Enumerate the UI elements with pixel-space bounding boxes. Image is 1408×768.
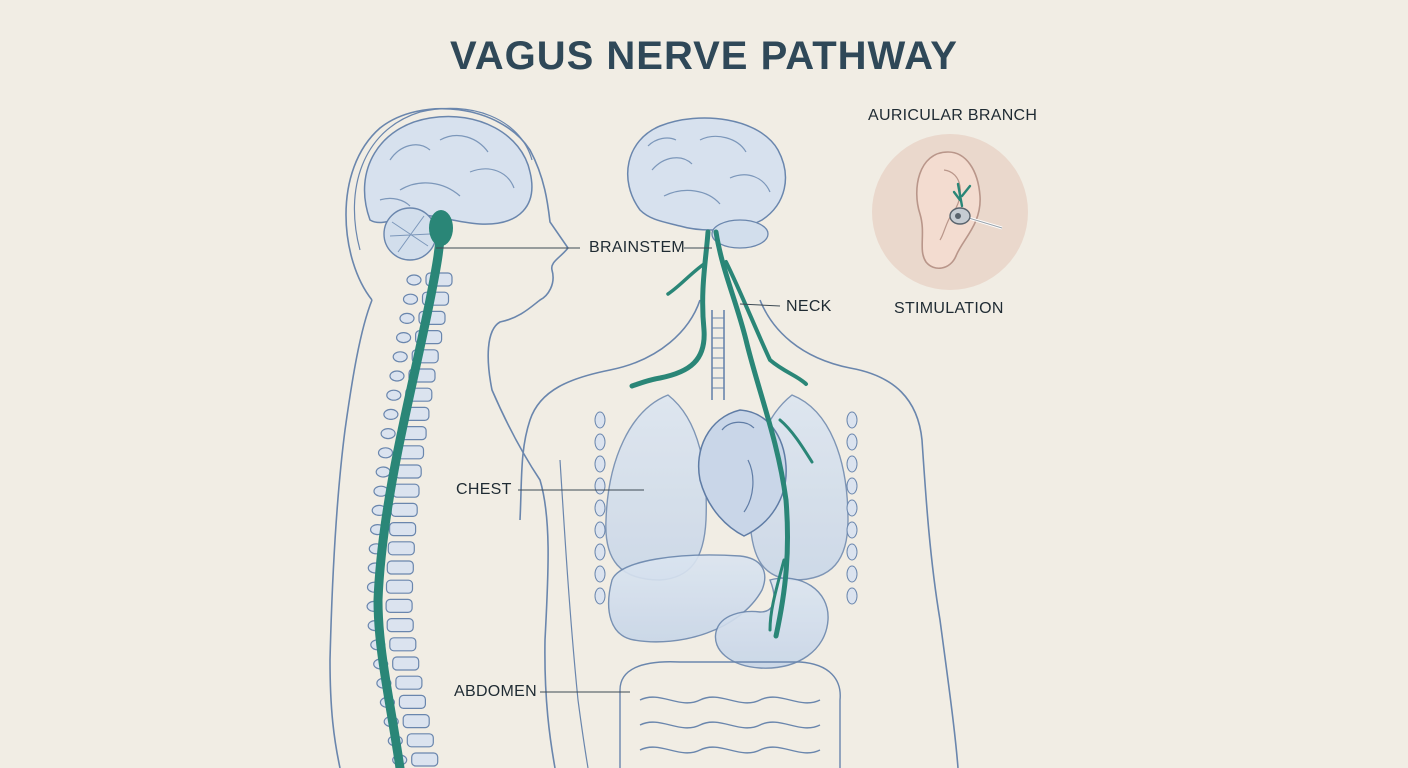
vertebra-process <box>402 293 419 305</box>
leader-lines <box>436 247 781 693</box>
vertebra <box>402 713 430 729</box>
vertebra-process <box>380 428 396 440</box>
page-title: VAGUS NERVE PATHWAY <box>450 34 958 78</box>
spinal-vagus-nerve <box>373 213 445 768</box>
vagus-left-branch <box>666 262 706 296</box>
rib-end <box>846 499 858 517</box>
vertebra <box>385 579 414 594</box>
vertebra <box>385 598 413 614</box>
vertebra <box>387 541 415 556</box>
label-auricular-branch: AURICULAR BRANCH <box>868 107 1038 124</box>
rib-end <box>846 521 858 539</box>
vagus-lower-branch <box>768 558 786 632</box>
vertebra <box>406 733 434 748</box>
vertebra-process <box>406 274 422 286</box>
trachea-rings <box>712 317 724 389</box>
ear-shape <box>916 151 981 269</box>
front-brain-shape <box>626 117 787 231</box>
vertebra <box>389 521 417 537</box>
rib-end <box>594 499 606 517</box>
vertebra-process <box>386 389 402 401</box>
ear-inset <box>872 134 1028 290</box>
ribs <box>594 411 858 605</box>
spine <box>366 272 453 767</box>
vagus-right-branch <box>724 260 808 386</box>
rib-end <box>594 477 606 495</box>
rib-end <box>846 543 858 561</box>
front-vagus-nerve <box>629 229 814 639</box>
rib-end <box>594 433 606 451</box>
label-neck: NECK <box>786 298 832 315</box>
front-cerebellum <box>711 219 769 249</box>
rib-end <box>846 565 858 583</box>
brainstem-bulb-left <box>429 210 453 246</box>
sagittal-brain-folds <box>379 135 515 207</box>
vertebra-process <box>383 408 399 420</box>
skull-inner-line <box>353 107 533 251</box>
heart-vessels <box>721 421 755 513</box>
trachea <box>711 310 725 400</box>
rib-end <box>594 411 606 429</box>
front-brain <box>626 117 787 249</box>
rib-end <box>846 433 858 451</box>
vertebra <box>398 694 426 710</box>
intestines <box>619 661 841 768</box>
ear-stimulator-icon <box>949 207 1003 230</box>
left-lung <box>605 394 707 581</box>
vertebra <box>392 656 420 671</box>
torso-outline-right <box>759 299 959 768</box>
rib-end <box>594 543 606 561</box>
side-body-outline <box>345 107 569 768</box>
label-brainstem: BRAINSTEM <box>589 239 686 256</box>
label-abdomen: ABDOMEN <box>454 683 537 700</box>
vertebra <box>386 560 414 575</box>
vertebra-process <box>399 312 415 324</box>
rib-end <box>594 565 606 583</box>
cerebellum-lines <box>389 215 431 253</box>
torso-outline-left <box>519 299 701 521</box>
rib-end <box>846 587 858 605</box>
heart <box>698 409 787 537</box>
vertebra <box>392 483 420 498</box>
vagus-left-trunk <box>629 229 711 389</box>
rib-end <box>846 477 858 495</box>
vagus-right-trunk <box>713 229 791 639</box>
vertebra <box>390 502 418 517</box>
neck-leader <box>739 303 781 307</box>
sagittal-brain-shape <box>363 115 533 225</box>
vertebra <box>389 637 417 652</box>
vertebra-process <box>389 370 405 382</box>
rib-end <box>594 587 606 605</box>
rib-end <box>594 455 606 473</box>
vertebra-process <box>392 351 408 363</box>
vertebra-process <box>375 466 391 478</box>
rib-end <box>594 521 606 539</box>
front-torso-figure <box>519 299 959 768</box>
side-back-outline <box>329 299 373 768</box>
vertebra <box>395 675 423 690</box>
vagus-chest-branch <box>778 418 814 464</box>
label-chest: CHEST <box>456 481 512 498</box>
rib-end <box>846 455 858 473</box>
front-brain-folds <box>647 135 771 205</box>
vertebra <box>386 617 414 633</box>
side-profile-figure <box>329 107 569 768</box>
rib-end <box>846 411 858 429</box>
vertebra <box>411 752 439 767</box>
torso-inner-left <box>559 459 589 768</box>
label-stimulation: STIMULATION <box>894 300 1004 317</box>
vertebra-process <box>377 447 394 459</box>
ear-nerve-branch <box>952 182 972 208</box>
vertebra-process <box>396 332 412 344</box>
